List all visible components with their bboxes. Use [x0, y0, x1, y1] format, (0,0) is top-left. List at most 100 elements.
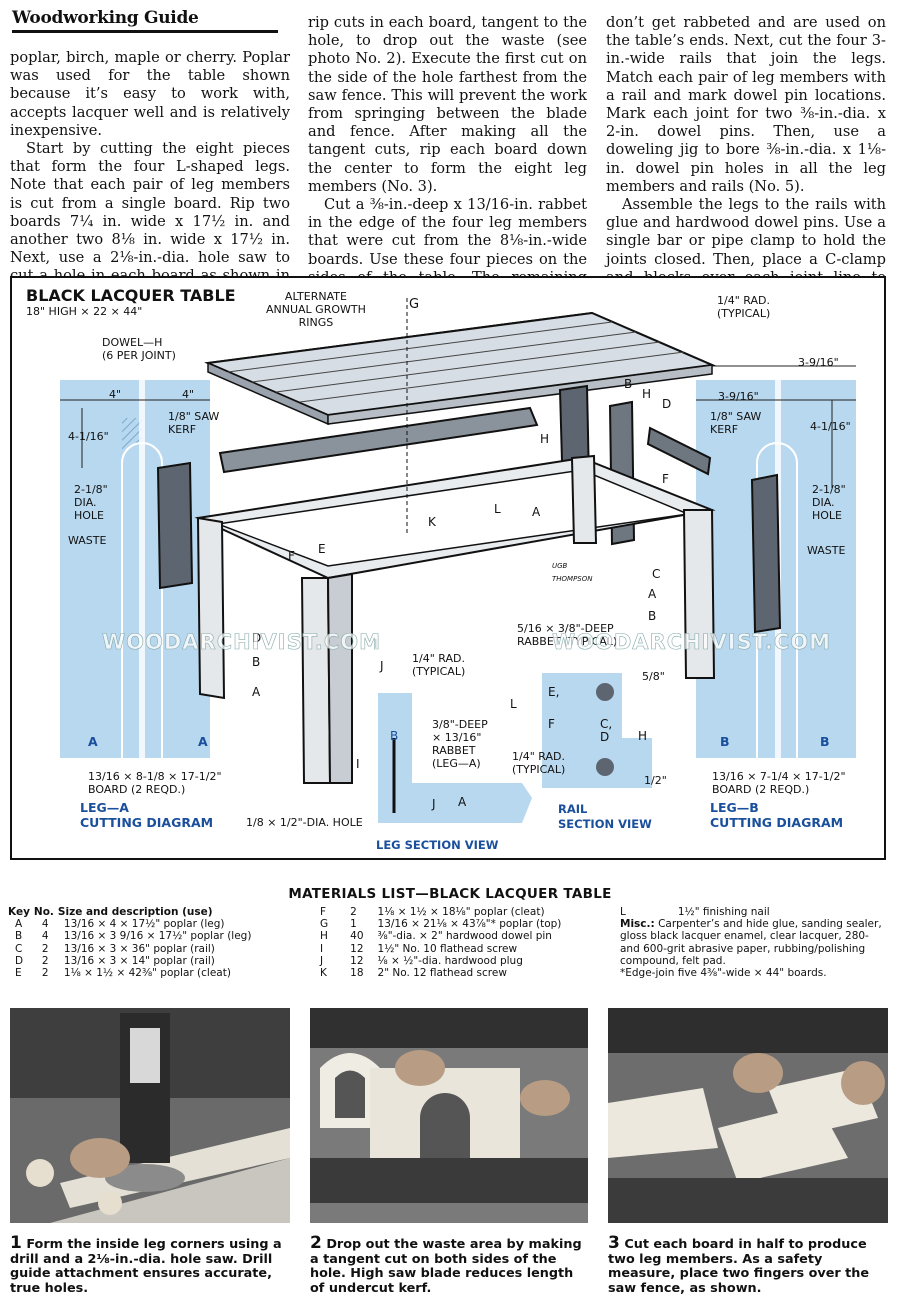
label-3-9-16: 3-9/16": [718, 390, 759, 403]
label-board-a: 13/16 × 8-1/8 × 17-1/2" BOARD (2 REQD.): [88, 770, 222, 796]
photo-caption-2: 2 Drop out the waste area by making a ta…: [310, 1233, 582, 1296]
label-four-b: 4": [182, 388, 195, 401]
label-d-top: D: [662, 397, 672, 411]
photo-1-drill-press: [10, 1008, 290, 1223]
paragraph: poplar, birch, maple or cherry. Poplar w…: [10, 49, 290, 139]
label-h-rail: H: [638, 729, 648, 743]
section-title: Woodworking Guide: [12, 8, 199, 28]
label-b1: B: [720, 734, 730, 749]
label-alternate: ALTERNATE ANNUAL GROWTH RINGS: [266, 290, 366, 329]
col-header-no: No.: [33, 906, 54, 918]
label-a-mid: A: [532, 505, 541, 519]
artist-signature: UGB THOMPSON: [552, 562, 593, 583]
label-hole-left: 2-1/8" DIA. HOLE: [74, 483, 108, 522]
photo-2-table-saw: [310, 1008, 588, 1223]
table-diagram: BLACK LACQUER TABLE 18" HIGH × 22 × 44" …: [10, 276, 886, 860]
label-leg-b-diagram: LEG—B CUTTING DIAGRAM: [710, 800, 844, 830]
label-four-a: 4": [109, 388, 122, 401]
header-rule: [12, 30, 278, 33]
label-rad-top: 1/4" RAD. (TYPICAL): [717, 294, 771, 320]
exploded-view-drawing: [60, 298, 856, 823]
label-4-1-16-left: 4-1/16": [68, 430, 109, 443]
label-a-right: A: [648, 587, 657, 601]
footnote: *Edge-join five 4⅜"-wide × 44" boards.: [620, 967, 827, 980]
paragraph: rip cuts in each board, tangent to the h…: [308, 14, 587, 195]
label-b-left: B: [252, 655, 261, 669]
label-4-1-16-right: 4-1/16": [810, 420, 851, 433]
label-hole-note: 1/8 × 1/2"-DIA. HOLE: [246, 816, 363, 829]
label-waste-left: WASTE: [68, 534, 107, 547]
label-rabbet-leg: 3/8"-DEEP × 13/16" RABBET (LEG—A): [432, 718, 488, 770]
label-a1: A: [88, 734, 98, 749]
misc-note: Misc.: Carpenter’s and hide glue, sandin…: [620, 918, 882, 967]
label-hole-right: 2-1/8" DIA. HOLE: [812, 483, 846, 522]
label-a-sec: A: [458, 795, 467, 809]
label-1-2: 1/2": [644, 774, 667, 787]
page-header: Woodworking Guide: [12, 8, 282, 33]
col-header-size: Size and description (use): [57, 906, 213, 918]
label-rad-typ1: 1/4" RAD. (TYPICAL): [412, 652, 466, 678]
paragraph: don’t get rabbeted and are used on the t…: [606, 14, 886, 195]
label-3-9-16-top: 3-9/16": [798, 356, 839, 369]
label-leg-section: LEG SECTION VIEW: [376, 838, 499, 852]
label-l-rail: L: [510, 697, 517, 711]
label-h-top: H: [642, 387, 652, 401]
label-f-right: F: [662, 472, 669, 486]
label-j: J: [380, 659, 384, 673]
text-column-1: poplar, birch, maple or cherry. Poplar w…: [10, 49, 290, 304]
watermark: WOODARCHIVIST.COM: [552, 630, 831, 655]
label-b-top: B: [624, 377, 633, 391]
paragraph: Assemble the legs to the rails with glue…: [606, 196, 886, 304]
label-d-left: D: [252, 631, 262, 645]
label-e-rail: E,: [548, 685, 560, 699]
label-a-left: A: [252, 685, 261, 699]
label-i: I: [374, 637, 378, 651]
label-waste-right: WASTE: [807, 544, 846, 557]
watermark: WOODARCHIVIST.COM: [102, 630, 381, 655]
label-l-mid: L: [494, 502, 501, 516]
label-board-b: 13/16 × 7-1/4 × 17-1/2" BOARD (2 REQD.): [712, 770, 846, 796]
photo-3-cutting-board: [608, 1008, 888, 1223]
label-cd-rail: C, D: [600, 717, 613, 744]
label-rail-section: RAIL SECTION VIEW: [558, 802, 652, 831]
diagram-title: BLACK LACQUER TABLE: [26, 286, 236, 305]
label-b2: B: [820, 734, 830, 749]
label-saw-kerf-left: 1/8" SAW KERF: [168, 410, 220, 436]
text-column-2: rip cuts in each board, tangent to the h…: [308, 14, 587, 305]
label-dowel: DOWEL—H (6 PER JOINT): [102, 336, 176, 362]
label-rabbet-typ: 5/16 × 3/8"-DEEP RABBET (TYPICAL): [517, 622, 618, 648]
label-saw-kerf-right: 1/8" SAW KERF: [710, 410, 762, 436]
materials-title: MATERIALS LIST—BLACK LACQUER TABLE: [288, 886, 612, 902]
label-g: G: [409, 297, 420, 312]
diagram-subtitle: 18" HIGH × 22 × 44": [26, 305, 143, 318]
label-j-sec: J: [432, 797, 436, 811]
label-rad-typ2: 1/4" RAD. (TYPICAL): [512, 750, 566, 776]
text-column-3: don’t get rabbeted and are used on the t…: [606, 14, 886, 305]
label-b-right: B: [648, 609, 657, 623]
photo-caption-1: 1 Form the inside leg corners using a dr…: [10, 1233, 282, 1296]
photo-caption-3: 3 Cut each board in half to produce two …: [608, 1233, 870, 1296]
col-header-key: Key: [8, 906, 30, 918]
label-a2: A: [198, 734, 208, 749]
label-leg-a-diagram: LEG—A CUTTING DIAGRAM: [80, 800, 214, 830]
label-i-sec: I: [356, 757, 360, 771]
label-f-rail: F: [548, 717, 555, 731]
label-c: C: [652, 567, 661, 581]
label-k: K: [428, 515, 436, 529]
label-f-left: F: [288, 549, 295, 563]
label-b-sec: B: [390, 729, 399, 743]
